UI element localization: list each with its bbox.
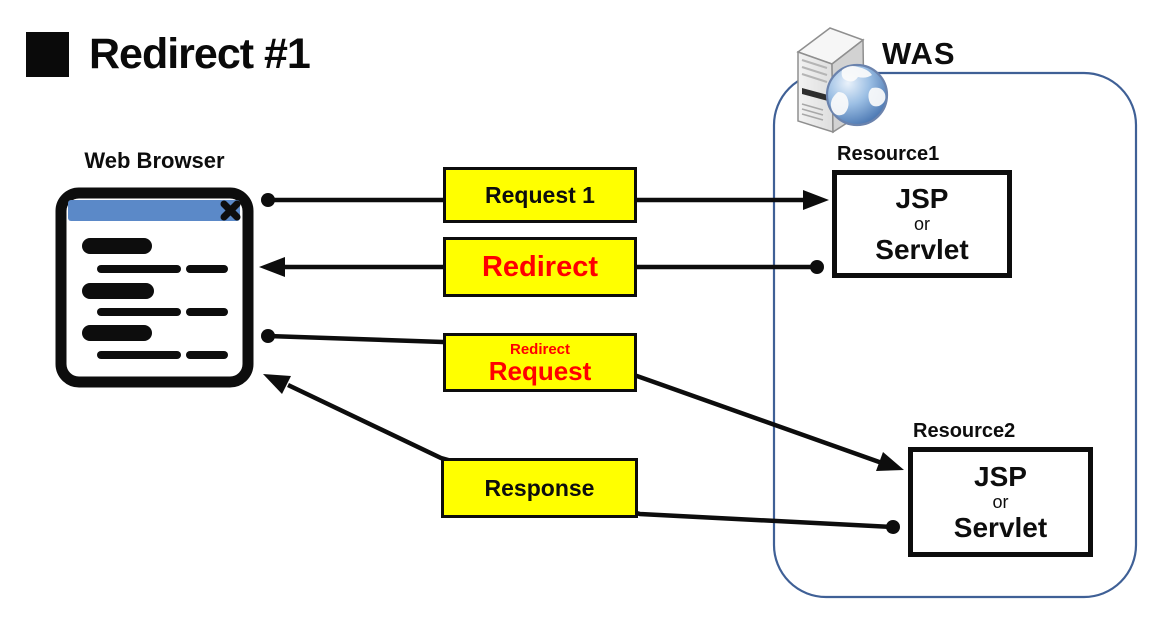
redirect-arrowhead	[259, 257, 285, 277]
resource2-label: Resource2	[913, 420, 1016, 442]
response-arrowhead	[263, 374, 291, 394]
browser-window-icon	[55, 187, 254, 388]
resource1-servlet-text: Servlet	[875, 233, 969, 265]
globe-icon	[825, 63, 889, 127]
redirect-request-tag: Redirect Request	[443, 333, 637, 392]
resource1-jsp-text: JSP	[895, 182, 949, 214]
redirect-request-arrowhead	[876, 452, 904, 471]
resource1-or-text: or	[913, 213, 930, 234]
resource2-jsp-text: JSP	[974, 460, 1027, 492]
redirect-tag: Redirect	[443, 237, 637, 297]
resource2-box: JSP or Servlet	[908, 447, 1093, 557]
was-label: WAS	[882, 36, 956, 71]
request1-tag: Request 1	[443, 167, 637, 223]
redirect-request-tag-line2: Request	[488, 355, 592, 386]
resource2-or-text: or	[992, 491, 1009, 512]
resource1-box: JSP or Servlet	[832, 170, 1012, 278]
browser-titlebar	[68, 200, 240, 221]
response-tag: Response	[441, 458, 638, 518]
page-title-text: Redirect #1	[89, 30, 311, 78]
browser-content-lines-icon	[82, 238, 228, 359]
title-bullet-square	[26, 32, 69, 77]
redirect-request-tag-line1: Redirect	[509, 340, 571, 358]
resource2-servlet-text: Servlet	[953, 511, 1048, 543]
web-browser-label: Web Browser	[84, 148, 225, 173]
resource1-label: Resource1	[837, 143, 940, 165]
page-title: Redirect #1	[26, 30, 311, 79]
close-icon	[220, 200, 241, 221]
request1-arrowhead	[803, 190, 829, 210]
was-container	[772, 71, 1138, 599]
